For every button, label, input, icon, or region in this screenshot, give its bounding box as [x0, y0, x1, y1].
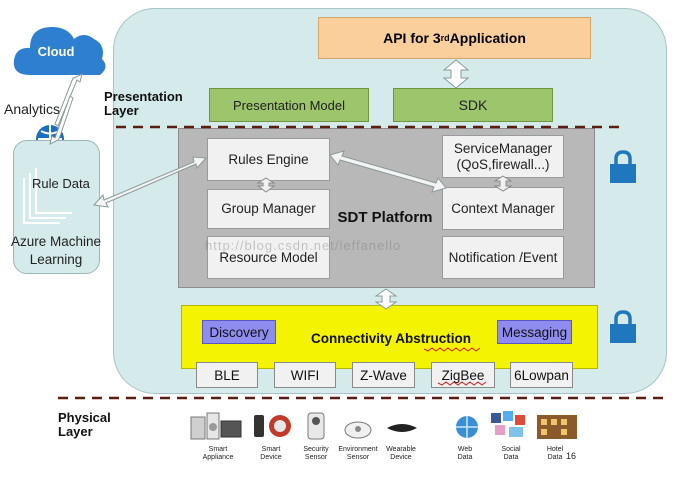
protocol-6lowpan: 6Lowpan: [510, 362, 573, 388]
azure-ml-panel: [13, 140, 100, 274]
spellcheck-underline: [423, 347, 481, 352]
zigbee-spellcheck-underline: [437, 381, 487, 386]
api-sdk-arrow: [442, 59, 470, 89]
cloud-analytics-arrow: [49, 73, 83, 145]
cloud-icon: [13, 27, 106, 75]
connectivity-lock-icon: [610, 310, 636, 343]
connectivity-label: Connectivity Abstruction: [310, 330, 471, 346]
sdt-platform-label: SDT Platform: [337, 208, 433, 226]
context-manager-box: Context Manager: [442, 187, 564, 230]
device-caption: Environment Sensor: [338, 446, 378, 461]
rules-context-arrow: [329, 150, 447, 193]
rule-data-documents-icon: [23, 168, 72, 224]
social-data-icon: [491, 411, 525, 437]
api-prefix: API for 3: [383, 30, 441, 46]
protocol-ble: BLE: [196, 362, 258, 388]
api-superscript: rd: [440, 33, 450, 43]
analytics-label: Analytics: [4, 101, 61, 117]
page-number: 16: [566, 451, 577, 461]
service-context-arrow: [493, 175, 513, 192]
protocol-wifi: WIFI: [274, 362, 336, 388]
discovery-box: Discovery: [202, 320, 276, 344]
device-caption: Smart Device: [260, 446, 282, 461]
protocol-zwave: Z-Wave: [352, 362, 415, 388]
device-caption: Smart Appliance: [202, 446, 234, 461]
presentation-layer-label: Presentation Layer: [104, 89, 183, 118]
device-caption: Security Sensor: [303, 446, 329, 461]
group-manager-box: Group Manager: [207, 189, 330, 229]
smart-appliance-icon: [190, 412, 242, 440]
device-caption: Wearable Device: [386, 446, 416, 461]
device-caption: Hotel Data: [546, 446, 564, 461]
azure-ml-label: Azure Machine Learning: [10, 234, 102, 267]
presentation-model-box: Presentation Model: [209, 88, 369, 122]
cloud-label: Cloud: [37, 44, 75, 59]
physical-layer-label: Physical Layer: [58, 410, 111, 439]
notification-event-box: Notification /Event: [442, 236, 564, 279]
wearable-device-icon: [387, 424, 417, 432]
messaging-box: Messaging: [497, 320, 572, 344]
service-manager-box: ServiceManager (QoS,firewall...): [442, 135, 564, 178]
sdk-box: SDK: [393, 88, 553, 122]
security-lock-icon: [610, 150, 636, 183]
web-data-icon: [456, 416, 478, 438]
resource-model-box: Resource Model: [207, 236, 330, 279]
rule-data-label: Rule Data: [32, 176, 90, 191]
azure-rules-arrow: [93, 156, 208, 208]
security-sensor-icon: [307, 412, 325, 440]
device-caption: Web Data: [457, 446, 473, 461]
platform-connectivity-arrow: [374, 288, 398, 310]
smart-device-icon: [254, 415, 291, 437]
hotel-data-icon: [537, 415, 577, 439]
watermark-text: http://blog.csdn.net/leffanello: [205, 238, 402, 253]
environment-sensor-icon: [344, 421, 372, 439]
api-suffix: Application: [449, 30, 526, 46]
rules-group-arrow: [256, 177, 276, 193]
device-caption: Social Data: [501, 446, 521, 461]
